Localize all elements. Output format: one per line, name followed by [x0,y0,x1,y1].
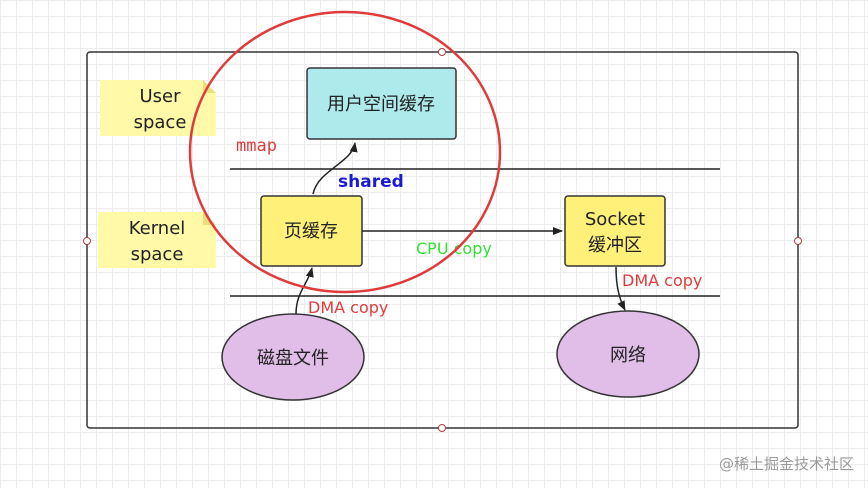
user-space-line2: space [134,112,187,133]
network-node[interactable] [556,310,700,398]
user-buffer-label: 用户空间缓存 [327,94,435,115]
frame-handle-right[interactable] [794,237,802,245]
shared-arrow [312,142,358,195]
kernel-space-line1: Kernel [129,218,186,239]
mmap-label: mmap [236,136,277,156]
user-buffer-node[interactable] [306,67,457,140]
disk-file-label: 磁盘文件 [257,348,329,369]
dma-copy-net-arrow [615,266,626,311]
frame-handle-top[interactable] [438,48,446,56]
dma-copy-disk-arrow [295,267,314,315]
shared-label: shared [338,172,404,192]
dma-copy-net-label: DMA copy [622,271,702,290]
network-label: 网络 [610,345,646,366]
user-space-note: User space [100,80,216,136]
page-cache-label: 页缓存 [284,221,338,242]
frame-handle-left[interactable] [83,237,91,245]
dma-copy-disk-label: DMA copy [308,298,388,317]
mmap-highlight-circle [188,10,502,294]
socket-buffer-line2: 缓冲区 [588,235,642,256]
watermark: @稀土掘金技术社区 [718,455,854,473]
cpu-copy-label: CPU copy [416,239,492,258]
socket-buffer-line1: Socket [585,209,645,230]
socket-buffer-node[interactable] [564,195,666,267]
disk-file-node[interactable] [221,313,365,401]
user-space-line1: User [139,86,181,107]
frame-handle-bottom[interactable] [438,424,446,432]
kernel-space-line2: space [131,244,184,265]
kernel-space-note: Kernel space [98,212,216,268]
